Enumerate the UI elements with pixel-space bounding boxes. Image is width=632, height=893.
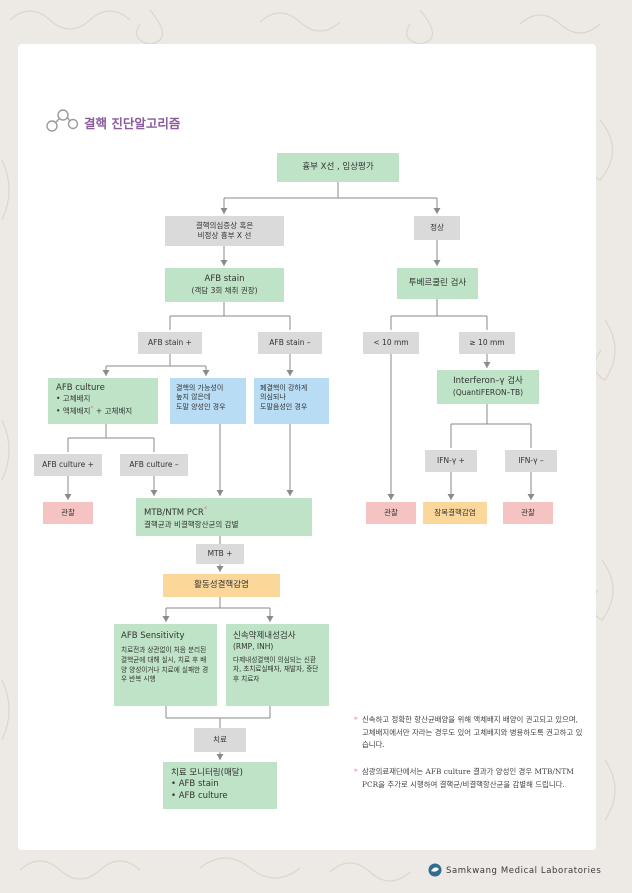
footnote-star-2: * [203,504,208,514]
node-observe-1: 관찰 [43,502,93,524]
node-interferon: Interferon–γ 검사 (QuantiFERON–TB) [437,370,539,404]
molecule-icon [46,109,79,132]
node-suspected-tb: 결핵의심증상 혹은 비정상 흉부 X 선 [165,216,284,246]
footnote-1-star: * [354,715,358,724]
footnote-1-text: 신속하고 정확한 항산균배양을 위해 액체배지 배양이 권고되고 있으며, 고체… [362,715,583,750]
node-rapid-resistance-title: 신속약제내성검사 [233,631,296,641]
node-strong-suspicion-line3: 도말음성인 경우 [260,402,308,411]
footer-brand: Samkwang Medical Laboratories [446,866,602,876]
node-afb-stain-negative: AFB stain – [258,332,322,354]
page-title: 결핵 진단알고리즘 [84,116,181,131]
node-afb-stain-title: AFB stain [204,274,245,285]
node-observe-2-label: 관찰 [384,507,398,517]
node-interferon-title: Interferon–γ 검사 [453,376,523,387]
node-rapid-resistance: 신속약제내성검사 (RMP, INH) 다제내성결핵이 의심되는 신환자, 초치… [226,624,329,706]
node-normal: 정상 [414,216,460,240]
node-rapid-resistance-body: 다제내성결핵이 의심되는 신환자, 초치료실패자, 재발자, 중단 후 치료자 [233,655,319,683]
node-suspected-tb-line1: 결핵의심증상 혹은 [195,220,254,230]
node-chest-xray: 흉부 X선 , 임상평가 [277,153,399,182]
node-suspected-tb-line2: 비정상 흉부 X 선 [197,231,252,240]
node-afb-culture-title: AFB culture [56,383,105,393]
node-afb-culture-liquid-label2: + 고체배지 [93,406,133,416]
node-monitoring-title: 치료 모니터링(매달) [171,768,243,778]
node-normal-label: 정상 [430,222,444,232]
node-active-tb: 활동성결핵감염 [163,574,280,597]
node-low-probability-line1: 결핵의 가능성이 [176,384,224,392]
node-active-tb-label: 활동성결핵감염 [194,579,249,590]
footnote-2-text: 삼광의료재단에서는 AFB culture 결과가 양성인 경우 MTB/NTM… [362,767,574,789]
node-latent-tb-label: 잠복결핵감염 [434,507,476,517]
node-afb-stain: AFB stain (객담 3회 채취 권장) [165,268,284,302]
node-monitoring-culture: • AFB culture [171,790,228,801]
node-afb-culture-liquid: • 액체배지* + 고체배지 [56,405,132,417]
node-observe-1-label: 관찰 [61,507,75,517]
node-under-10mm-label: < 10 mm [373,337,409,347]
node-afb-stain-sub: (객담 3회 채취 권장) [191,285,258,295]
node-pcr-sub: 결핵균과 비결핵항산균의 감별 [144,519,239,529]
footnote-1: * 신속하고 정확한 항산균배양을 위해 액체배지 배양이 권고되고 있으며, … [354,714,587,752]
node-ifn-positive: IFN-γ + [425,450,477,472]
node-afb-culture: AFB culture • 고체배지 • 액체배지* + 고체배지 [48,378,158,424]
footnote-2-star: * [354,767,358,776]
node-strong-suspicion: 폐결핵이 강하게 의심되나 도말음성인 경우 [254,378,329,424]
node-mtb-positive-label: MTB + [207,548,233,558]
node-afb-stain-positive: AFB stain + [138,332,202,354]
node-strong-suspicion-line1: 폐결핵이 강하게 [260,384,308,392]
node-strong-suspicion-line2: 의심되나 [260,393,286,402]
node-afb-culture-positive-label: AFB culture + [42,459,94,469]
node-observe-3-label: 관찰 [521,507,535,517]
footnote-star: * [90,404,94,412]
node-afb-culture-solid: • 고체배지 [56,394,91,404]
node-afb-culture-negative-label: AFB culture – [129,459,179,469]
node-afb-stain-negative-label: AFB stain – [269,337,311,347]
node-mtb-ntm-pcr: MTB/NTM PCR* 결핵균과 비결핵항산균의 감별 [136,498,312,536]
node-afb-sensitivity-title: AFB Sensitivity [121,631,185,641]
node-rapid-resistance-sub: (RMP, INH) [233,642,274,652]
node-tuberculin: 투베르쿨린 검사 [397,268,478,299]
node-afb-sensitivity: AFB Sensitivity 치료전과 상관없이 처음 분리된 결핵균에 대해… [114,624,217,706]
node-low-probability-line3: 도말 양성인 경우 [176,402,226,411]
node-ifn-negative: IFN-γ – [505,450,557,472]
node-over-10mm-label: ≥ 10 mm [469,337,505,347]
node-ifn-positive-label: IFN-γ + [437,455,465,465]
node-low-probability: 결핵의 가능성이 높지 않은데 도말 양성인 경우 [170,378,246,424]
node-monitoring: 치료 모니터링(매달) • AFB stain • AFB culture [163,762,277,809]
node-afb-sensitivity-body: 치료전과 상관없이 처음 분리된 결핵균에 대해 실시, 치료 후 배양 양성이… [121,646,209,684]
node-interferon-sub: (QuantiFERON–TB) [452,387,524,397]
node-monitoring-stain: • AFB stain [171,779,219,790]
node-chest-xray-label: 흉부 X선 , 임상평가 [302,161,374,172]
node-afb-stain-positive-label: AFB stain + [148,337,192,347]
node-tuberculin-label: 투베르쿨린 검사 [408,277,467,288]
node-observe-3: 관찰 [503,502,553,524]
node-afb-culture-positive: AFB culture + [34,454,102,476]
node-afb-culture-negative: AFB culture – [120,454,188,476]
node-latent-tb: 잠복결핵감염 [423,502,487,524]
node-over-10mm: ≥ 10 mm [459,332,515,354]
node-treatment: 치료 [194,728,246,752]
node-pcr-title: MTB/NTM PCR* [144,504,207,519]
node-low-probability-line2: 높지 않은데 [176,393,211,402]
node-ifn-negative-label: IFN-γ – [518,455,544,465]
node-observe-2: 관찰 [366,502,416,524]
node-afb-culture-liquid-label: • 액체배지 [56,406,91,416]
node-treatment-label: 치료 [213,734,227,744]
brand-logo-icon [428,863,442,877]
node-mtb-positive: MTB + [196,544,244,564]
node-under-10mm: < 10 mm [363,332,419,354]
footnote-2: * 삼광의료재단에서는 AFB culture 결과가 양성인 경우 MTB/N… [354,766,587,791]
node-pcr-title-label: MTB/NTM PCR [144,508,204,519]
